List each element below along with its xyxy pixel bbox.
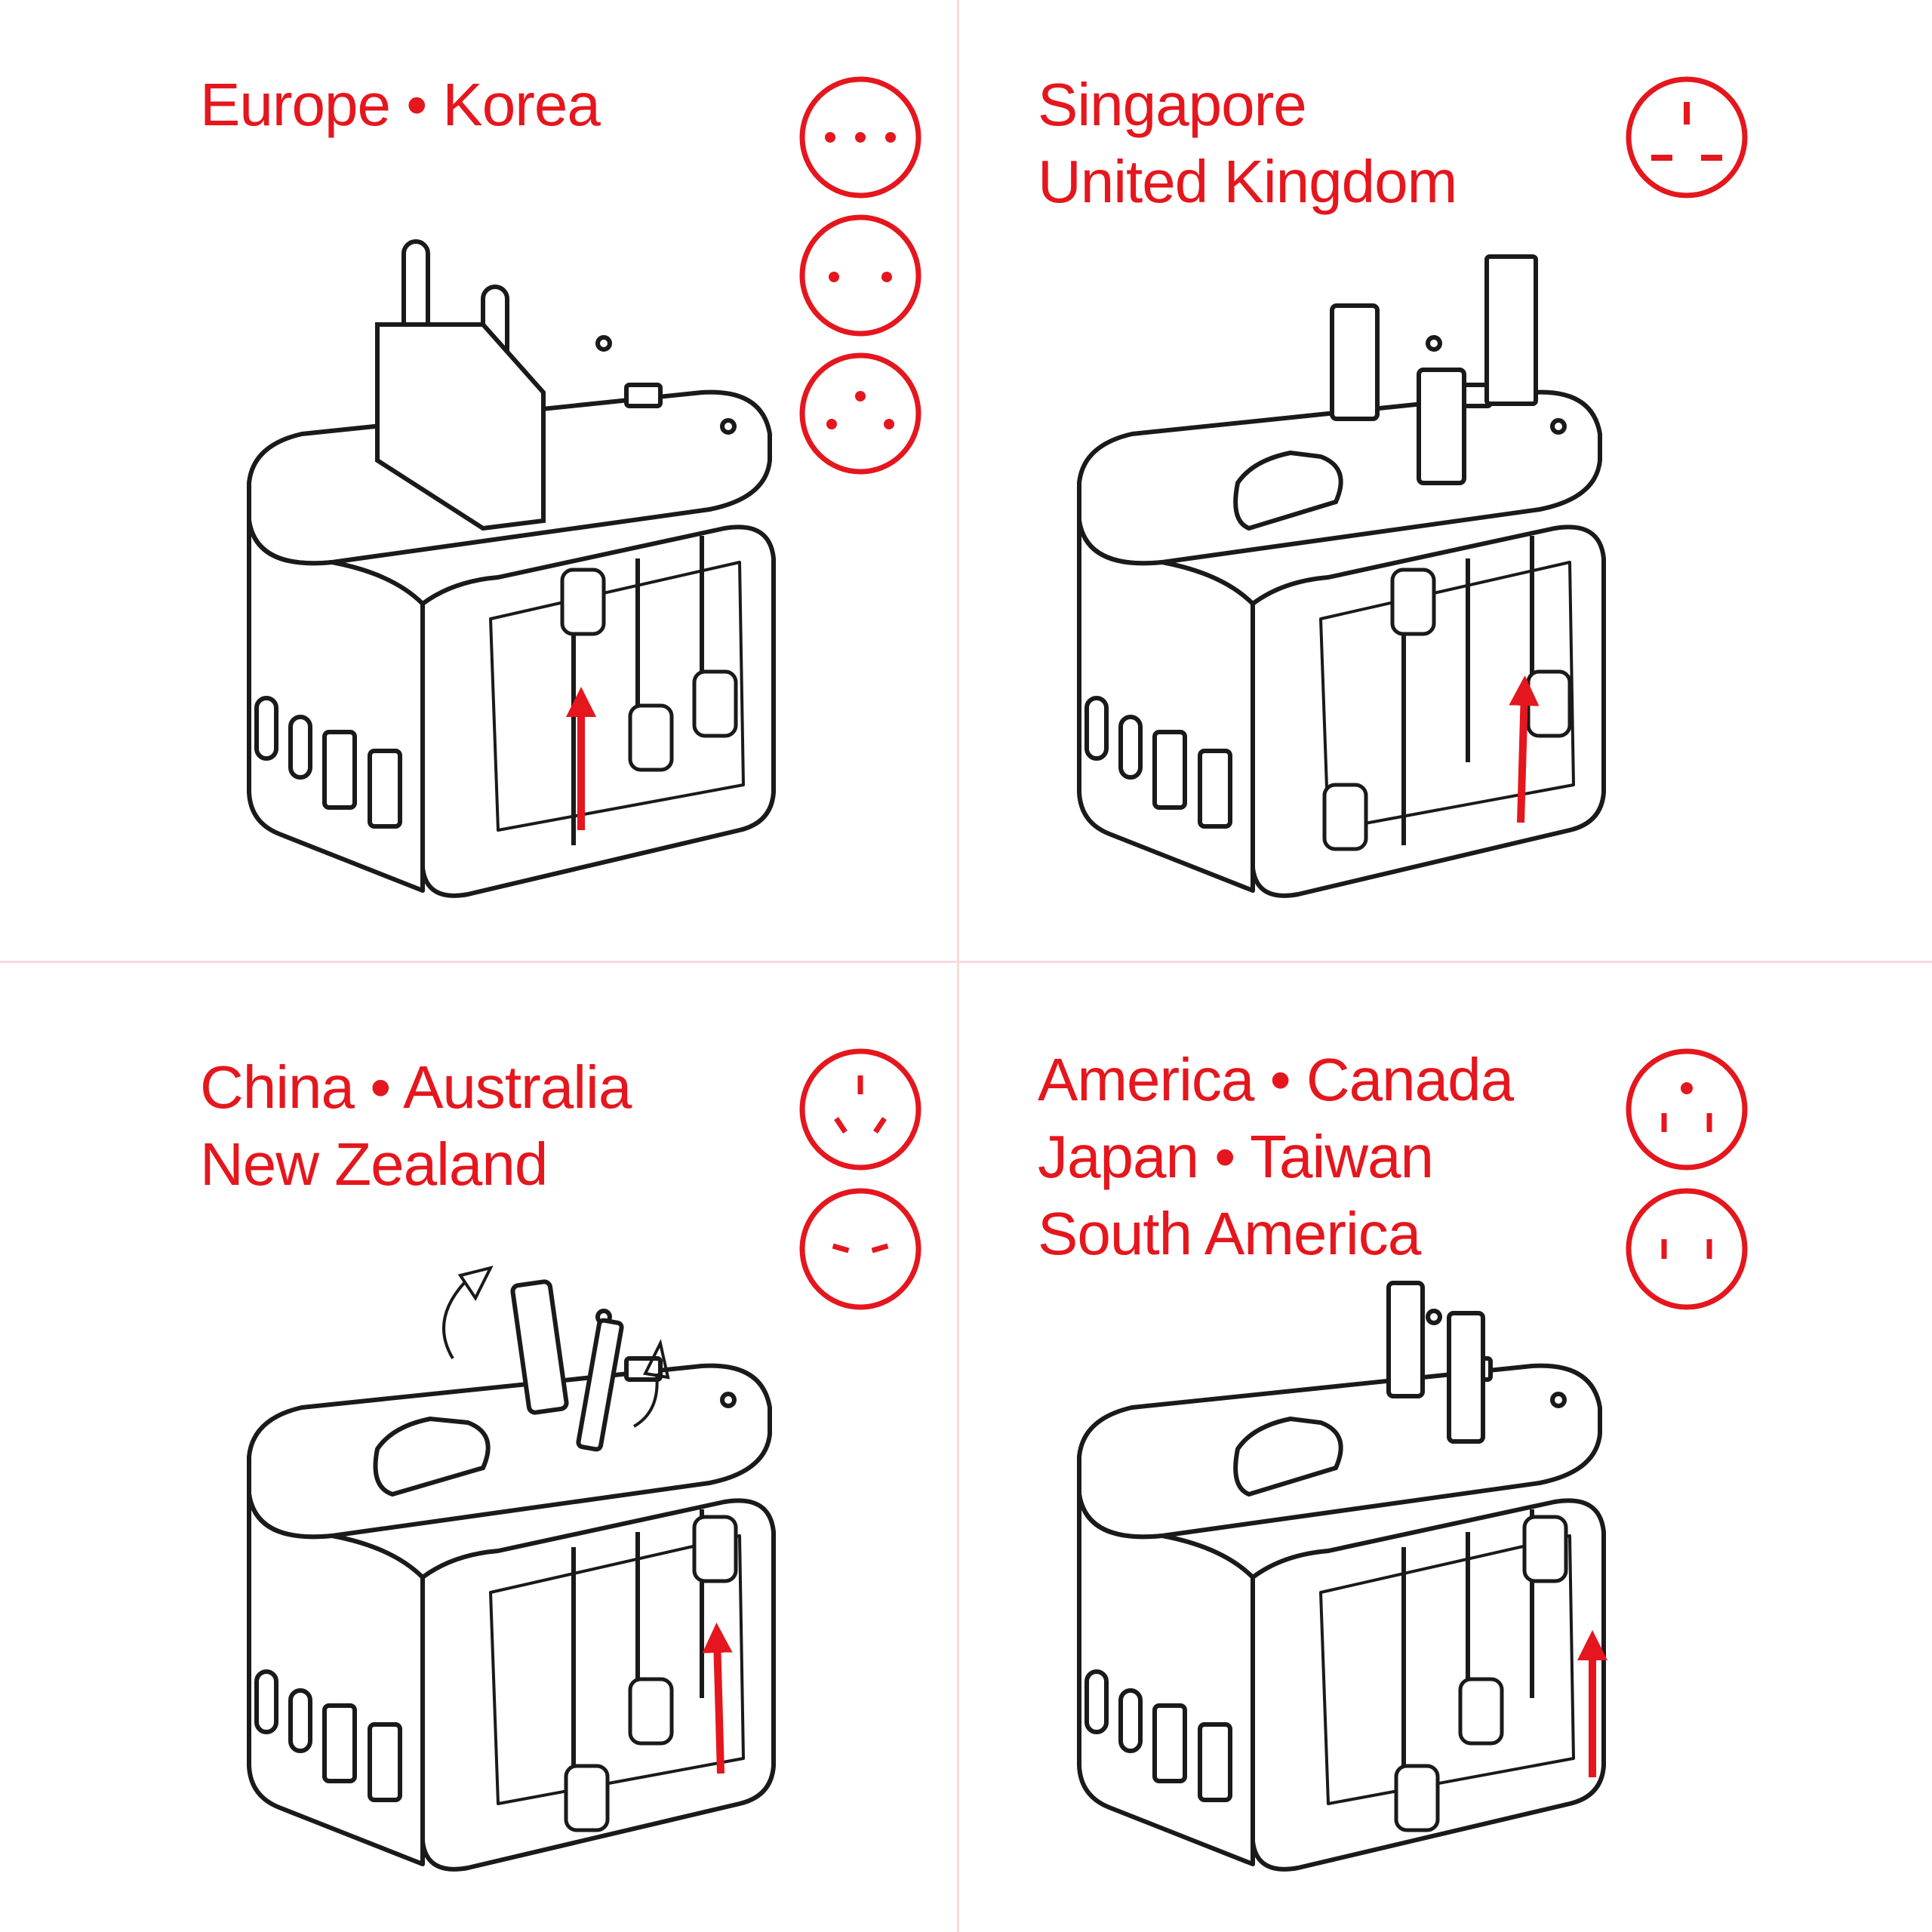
slider-button xyxy=(1322,783,1368,851)
adapter-drawing xyxy=(0,76,921,966)
slider-button xyxy=(1526,669,1572,738)
region-label-line: Japan • Taiwan xyxy=(1038,1123,1434,1190)
slider-button xyxy=(560,568,606,636)
rotate-arrows xyxy=(442,1266,670,1428)
panel-america-japan: America • Canada Japan • Taiwan South Am… xyxy=(966,966,1932,1932)
slider-button xyxy=(692,1515,738,1583)
region-label-line: Europe • Korea xyxy=(200,71,601,138)
region-label-line: United Kingdom xyxy=(1038,148,1457,215)
horizontal-divider xyxy=(0,961,1932,963)
adapter-drawing xyxy=(0,1048,921,1932)
slider-button xyxy=(1522,1515,1568,1583)
slide-up-arrow xyxy=(702,1623,733,1774)
au-2pin-angled-socket-icon xyxy=(799,1188,921,1310)
region-label: Singapore United Kingdom xyxy=(1038,66,1457,220)
slide-up-arrow xyxy=(1509,675,1540,823)
europe-2pin-socket-icon xyxy=(799,214,921,337)
region-label-line: Singapore xyxy=(1038,71,1307,138)
us-2pin-socket-icon xyxy=(1626,1188,1748,1310)
slider-button xyxy=(1458,1677,1504,1746)
region-label: America • Canada Japan • Taiwan South Am… xyxy=(1038,1041,1514,1272)
region-label: China • Australia New Zealand xyxy=(200,1049,632,1203)
eu-plug-pins xyxy=(375,239,546,531)
us-3pin-grounded-socket-icon xyxy=(1626,1048,1748,1171)
panel-china-australia-nz: China • Australia New Zealand xyxy=(0,966,966,1932)
slider-button xyxy=(1390,568,1436,636)
us-plug-pins xyxy=(1233,1281,1485,1497)
uk-plug-pins xyxy=(1233,254,1538,531)
panel-singapore-uk: Singapore United Kingdom xyxy=(966,0,1932,966)
korea-3pin-triangle-socket-icon xyxy=(799,352,921,475)
slider-button xyxy=(628,1677,674,1746)
au-plug-pins xyxy=(373,1279,624,1497)
slider-button xyxy=(628,703,674,772)
region-label-line: New Zealand xyxy=(200,1131,548,1198)
vertical-divider xyxy=(957,0,959,1932)
slider-button xyxy=(1394,1764,1440,1832)
region-label: Europe • Korea xyxy=(200,66,601,143)
uk-socket-icon xyxy=(1626,76,1748,198)
au-3pin-angled-socket-icon xyxy=(799,1048,921,1171)
slider-button xyxy=(564,1764,610,1832)
slider-button xyxy=(692,669,738,738)
adapter-drawing xyxy=(966,76,1748,966)
region-label-line: China • Australia xyxy=(200,1054,632,1121)
adapter-drawing xyxy=(966,1048,1748,1932)
europe-3pin-inline-socket-icon xyxy=(799,76,921,198)
region-label-line: South America xyxy=(1038,1200,1421,1267)
panel-europe-korea: Europe • Korea xyxy=(0,0,966,966)
region-label-line: America • Canada xyxy=(1038,1046,1514,1113)
